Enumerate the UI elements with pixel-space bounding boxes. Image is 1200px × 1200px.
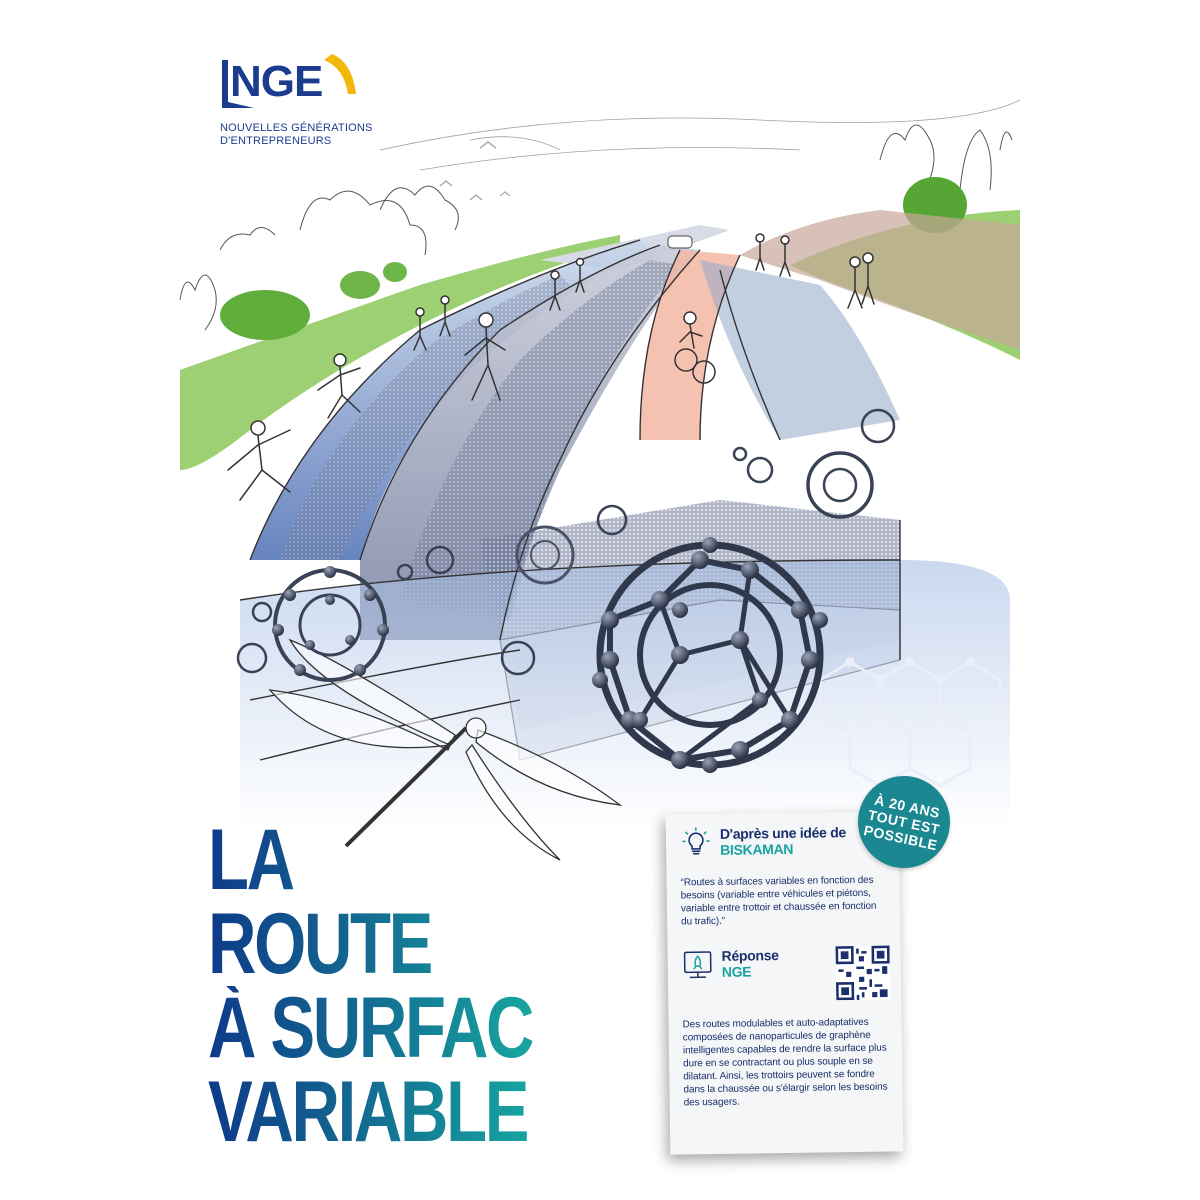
- tagline-line1: NOUVELLES GÉNÉRATIONS: [220, 122, 373, 134]
- bush-left: [220, 290, 310, 340]
- rocket-screen-icon: [683, 951, 712, 979]
- response-text: Des routes modulables et auto-adaptative…: [682, 1016, 888, 1109]
- logo-wordmark: NGE: [230, 57, 323, 106]
- response-heading: Réponse: [721, 947, 779, 964]
- nge-logo: NGE NOUVELLES GÉNÉRATIONS D'ENTREPRENEUR…: [220, 54, 400, 148]
- logo-tagline: NOUVELLES GÉNÉRATIONS D'ENTREPRENEURS: [220, 122, 400, 148]
- idea-author: BISKAMAN: [720, 840, 794, 858]
- idea-heading: D'après une idée de: [719, 824, 847, 842]
- wall-right: [700, 260, 900, 440]
- idea-header: D'après une idée de BISKAMAN: [680, 824, 888, 859]
- logo-mark: NGE: [220, 54, 360, 110]
- title-line-1: LA: [208, 817, 536, 903]
- title-line-3: À SURFACE: [208, 980, 577, 1076]
- people: [227, 233, 875, 501]
- trees-left: [179, 185, 459, 331]
- idea-quote: “Routes à surfaces variables en fonction…: [680, 874, 877, 928]
- tagline-line2: D'ENTREPRENEURS: [220, 135, 332, 147]
- lattice-nodes: [845, 657, 975, 738]
- bush-left-3: [383, 262, 407, 282]
- poster-title: LA ROUTE À SURFACE VARIABLE: [208, 817, 628, 1155]
- car: [667, 235, 693, 249]
- fullerene-right: [806, 451, 874, 519]
- idea-card: D'après une idée de BISKAMAN “Routes à s…: [665, 811, 904, 1155]
- dragonfly: [268, 638, 623, 861]
- small-molecules: [236, 408, 896, 676]
- title-line-2: ROUTE: [208, 901, 536, 987]
- response-author: NGE: [721, 963, 752, 980]
- logo-swoosh-icon: [222, 54, 356, 108]
- sky-sketch: [379, 99, 1021, 201]
- sidewalk-left-dots: [280, 275, 570, 560]
- response-header: Réponse NGE: [682, 945, 891, 1003]
- road-outlines: [239, 239, 901, 761]
- qr-code-icon[interactable]: [835, 945, 891, 1001]
- walkway-right: [740, 210, 1020, 350]
- title-line-4: VARIABLE: [208, 1069, 536, 1155]
- lightbulb-icon: [682, 827, 710, 855]
- road-dots: [400, 260, 680, 620]
- fullerene-left: [272, 566, 389, 682]
- bush-left-2: [340, 271, 380, 299]
- fullerene-large: [592, 537, 828, 773]
- trees-right: [879, 124, 1013, 191]
- fullerene-mid: [515, 525, 575, 585]
